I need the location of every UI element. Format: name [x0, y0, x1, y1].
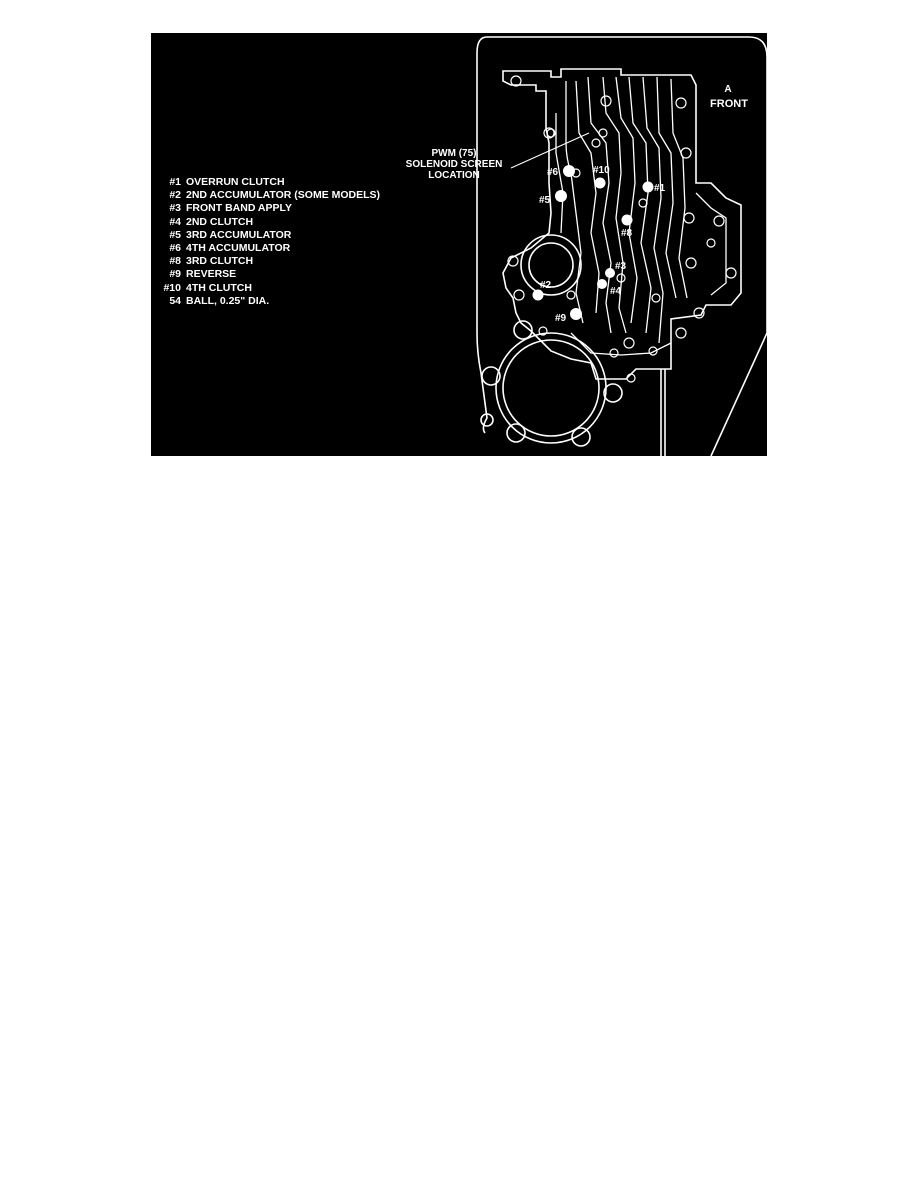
legend-text: 4TH ACCUMULATOR: [186, 241, 291, 254]
legend-text: 3RD ACCUMULATOR: [186, 228, 292, 241]
ball-label-2: #2: [540, 280, 552, 291]
legend-text: FRONT BAND APPLY: [186, 202, 292, 215]
bolt-lobe: [571, 427, 591, 447]
legend-row: #2 2ND ACCUMULATOR (SOME MODELS): [157, 189, 407, 202]
legend-text: REVERSE: [186, 268, 237, 281]
legend-text: 2ND ACCUMULATOR (SOME MODELS): [186, 189, 381, 202]
bolt-lobe: [603, 383, 623, 403]
legend-code: #1: [169, 176, 181, 188]
pump-bore: [495, 332, 607, 444]
check-ball-4: [597, 279, 607, 289]
legend-row: #1 OVERRUN CLUTCH: [157, 176, 407, 189]
legend-code: #4: [169, 215, 181, 228]
legend-code: #2: [169, 189, 181, 202]
ball-label-6: #6: [547, 167, 559, 178]
check-ball-3: [605, 268, 615, 278]
check-balls: [532, 165, 654, 320]
legend-code: #5: [169, 228, 181, 241]
bolt-lobe: [513, 320, 533, 340]
legend-text: 4TH CLUTCH: [186, 281, 252, 294]
check-ball-8: [621, 214, 633, 226]
check-ball-9: [570, 308, 582, 320]
legend-code: #9: [169, 268, 181, 281]
check-ball-2: [532, 289, 544, 301]
check-ball-10: [594, 177, 606, 189]
legend-text: BALL, 0.25" DIA.: [186, 294, 270, 307]
legend-code: #10: [163, 281, 181, 294]
legend-row: #6 4TH ACCUMULATOR: [157, 242, 407, 255]
ball-label-10: #10: [593, 165, 610, 176]
pump-bore-inner: [502, 339, 600, 437]
valve-body-diagram: #6 #5 #10 #1 #8 #3 #4 #2 #9 PWM (75) SOL…: [151, 33, 767, 456]
check-ball-1: [642, 181, 654, 193]
legend-row: 54 BALL, 0.25" DIA.: [157, 295, 407, 308]
legend-row: #4 2ND CLUTCH: [157, 216, 407, 229]
ball-label-9: #9: [555, 313, 567, 324]
ball-label-4: #4: [610, 286, 622, 297]
legend-code: #8: [169, 255, 181, 268]
legend-row: #9 REVERSE: [157, 268, 407, 281]
legend-text: OVERRUN CLUTCH: [186, 176, 285, 188]
legend-row: #10 4TH CLUTCH: [157, 282, 407, 295]
front-arrow: A: [724, 84, 731, 95]
check-ball-legend: #1 OVERRUN CLUTCH #2 2ND ACCUMULATOR (SOME…: [157, 176, 407, 308]
check-ball-5: [555, 190, 567, 202]
ball-label-1: #1: [654, 183, 666, 194]
callout-line-2: SOLENOID SCREEN: [406, 159, 503, 170]
bolt-lobe: [480, 413, 494, 427]
legend-code: 54: [169, 294, 181, 307]
shaft-line: [660, 369, 666, 456]
ball-label-8: #8: [621, 228, 633, 239]
legend-row: #5 3RD ACCUMULATOR: [157, 229, 407, 242]
legend-text: 3RD CLUTCH: [186, 255, 254, 268]
fluid-channels: [555, 76, 727, 356]
ball-label-3: #3: [615, 261, 627, 272]
legend-text: 2ND CLUTCH: [186, 215, 254, 228]
valve-body-drawing: #6 #5 #10 #1 #8 #3 #4 #2 #9 PWM (75) SOL…: [406, 36, 767, 456]
legend-row: #3 FRONT BAND APPLY: [157, 202, 407, 215]
port-holes: [507, 75, 737, 383]
legend-code: #6: [169, 241, 181, 254]
legend-row: #8 3RD CLUTCH: [157, 255, 407, 268]
front-label: FRONT: [710, 98, 748, 110]
accumulator-bore: [528, 242, 574, 288]
check-ball-6: [563, 165, 575, 177]
callout-line-3: LOCATION: [428, 170, 479, 181]
bolt-lobe: [506, 423, 526, 443]
accumulator-bore-ring: [520, 234, 582, 296]
bolt-lobe: [481, 366, 501, 386]
callout-line-1: PWM (75): [432, 148, 477, 159]
valve-body-outline: [502, 68, 742, 380]
legend-code: #3: [169, 202, 181, 215]
callout-leader: [510, 132, 590, 169]
ball-label-5: #5: [539, 195, 551, 206]
